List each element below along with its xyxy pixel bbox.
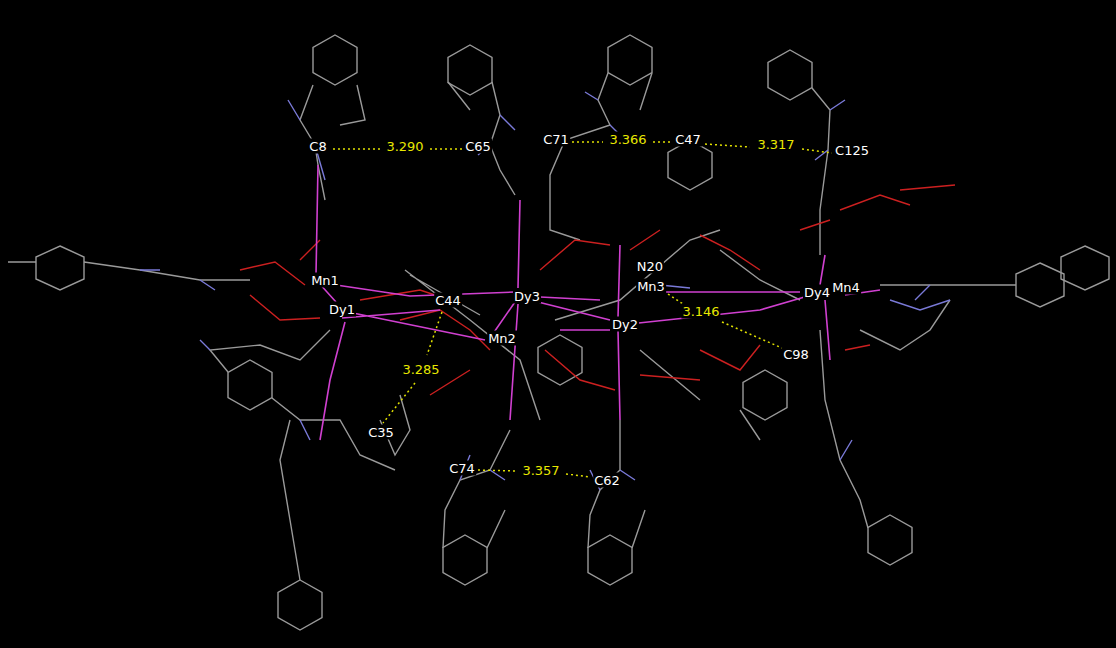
atom-label: Mn3 bbox=[636, 279, 666, 294]
atom-label: Mn1 bbox=[310, 273, 340, 288]
distance-label: 3.146 bbox=[681, 304, 720, 319]
atom-label: Mn2 bbox=[487, 331, 517, 346]
atom-label: C74 bbox=[448, 461, 476, 476]
distance-label: 3.357 bbox=[521, 463, 560, 478]
atom-label: C35 bbox=[367, 425, 395, 440]
atom-label: C47 bbox=[674, 132, 702, 147]
atom-label: C71 bbox=[542, 132, 570, 147]
atom-label: Dy3 bbox=[513, 289, 541, 304]
atom-label: N20 bbox=[636, 259, 664, 274]
distance-label: 3.290 bbox=[385, 139, 424, 154]
atom-label: C65 bbox=[464, 139, 492, 154]
distance-label: 3.317 bbox=[756, 137, 795, 152]
atom-label: Dy1 bbox=[328, 302, 356, 317]
atom-label: C8 bbox=[308, 139, 327, 154]
distance-label: 3.285 bbox=[401, 362, 440, 377]
atom-label: C44 bbox=[434, 293, 462, 308]
distance-label: 3.366 bbox=[608, 132, 647, 147]
atom-label: Dy2 bbox=[611, 317, 639, 332]
atom-label: Dy4 bbox=[803, 285, 831, 300]
atom-label: C62 bbox=[593, 473, 621, 488]
atom-label: C125 bbox=[834, 143, 870, 158]
atom-label: Mn4 bbox=[831, 280, 861, 295]
atom-label: C98 bbox=[782, 347, 810, 362]
